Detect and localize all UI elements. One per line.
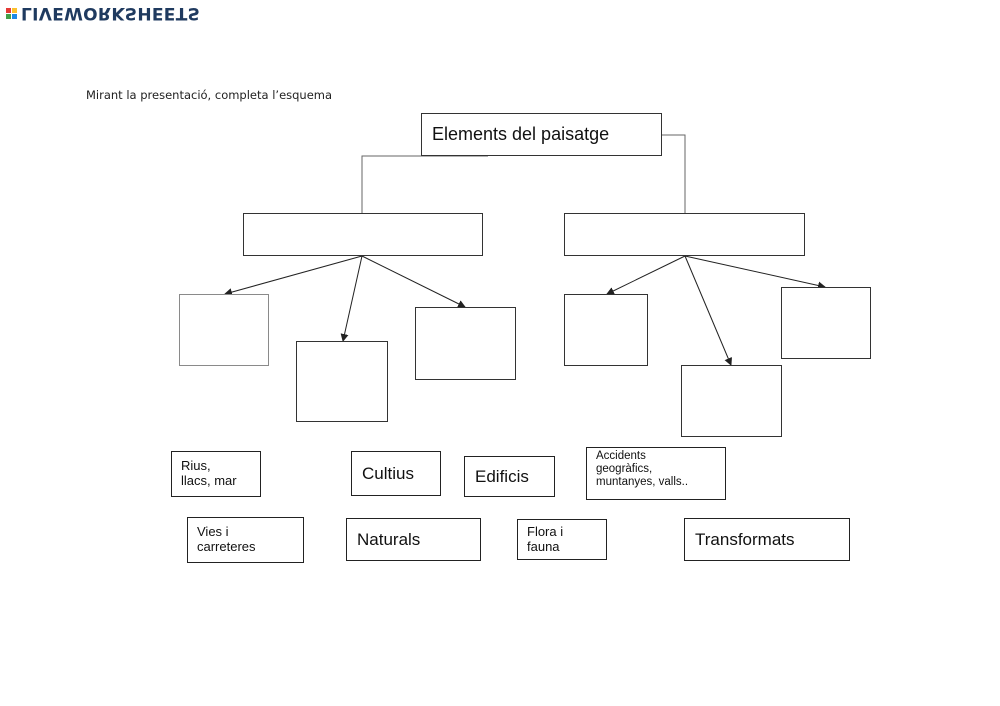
word-card-naturals[interactable]: Naturals — [346, 518, 481, 561]
leaf-answer-box-left-2[interactable] — [296, 341, 388, 422]
arrow-right-3 — [684, 255, 826, 290]
arrow-right-1 — [606, 255, 686, 295]
word-card-rius[interactable]: Rius, llacs, mar — [171, 451, 261, 497]
word-card-edificis[interactable]: Edificis — [464, 456, 555, 497]
connector-root-right — [661, 134, 686, 213]
word-card-flora[interactable]: Flora i fauna — [517, 519, 607, 560]
instruction-text: Mirant la presentació, completa l’esquem… — [86, 88, 333, 102]
word-card-accidents[interactable]: Accidents geogràfics, muntanyes, valls.. — [586, 447, 726, 500]
logo-square-yellow — [12, 7, 17, 13]
word-card-transformats[interactable]: Transformats — [684, 518, 850, 561]
liveworksheets-logo: LIVEWORKSHEETS — [6, 2, 200, 24]
word-card-cultius[interactable]: Cultius — [351, 451, 441, 496]
arrow-left-1 — [224, 255, 363, 296]
logo-square-green — [6, 13, 11, 19]
leaf-answer-box-left-1[interactable] — [179, 294, 269, 366]
leaf-answer-box-right-3[interactable] — [781, 287, 871, 359]
word-card-vies[interactable]: Vies i carreteres — [187, 517, 304, 563]
connector-root-left — [361, 155, 488, 213]
leaf-answer-box-right-1[interactable] — [564, 294, 648, 366]
leaf-answer-box-right-2[interactable] — [681, 365, 782, 437]
arrow-left-3 — [361, 255, 466, 308]
category-answer-box-left[interactable] — [243, 213, 483, 256]
logo-squares-icon — [6, 7, 17, 19]
arrow-right-2 — [684, 255, 732, 366]
root-node: Elements del paisatge — [421, 113, 662, 156]
category-answer-box-right[interactable] — [564, 213, 805, 256]
leaf-answer-box-left-3[interactable] — [415, 307, 516, 380]
logo-square-red — [6, 7, 11, 13]
arrow-left-2 — [340, 255, 363, 342]
logo-square-blue — [12, 13, 17, 19]
